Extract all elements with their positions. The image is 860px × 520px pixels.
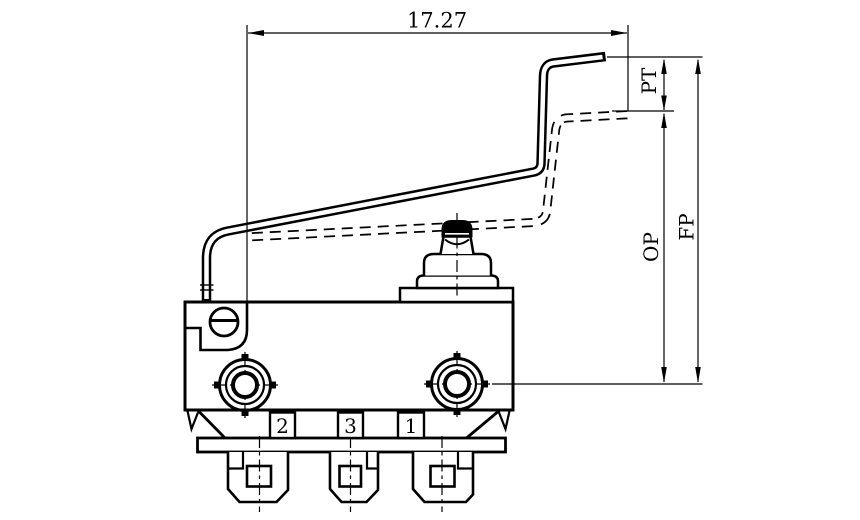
terminal-3-label-box bbox=[336, 411, 365, 440]
arrowhead bbox=[661, 112, 667, 128]
arrowhead bbox=[248, 30, 264, 36]
lever-inner-white bbox=[204, 54, 603, 299]
lever-dashed-inner bbox=[251, 111, 632, 240]
arrowhead bbox=[695, 367, 701, 383]
terminal-1-label: 1 bbox=[405, 414, 418, 438]
arrowhead bbox=[661, 58, 667, 74]
dimension-annotations: 17.27 PT OP FP bbox=[246, 9, 703, 385]
base-slant-right bbox=[465, 408, 501, 440]
terminals bbox=[226, 436, 475, 512]
terminal-labels: 2 3 1 bbox=[268, 411, 426, 440]
hole-tab bbox=[453, 353, 461, 360]
base-plate bbox=[196, 436, 507, 454]
lever-dashed-position bbox=[251, 110, 632, 242]
hole-tab bbox=[269, 381, 276, 389]
base-slant-left bbox=[196, 409, 226, 439]
foot-spike-right bbox=[497, 410, 511, 433]
hole-inner-ring bbox=[443, 370, 471, 398]
hole-tab bbox=[481, 380, 488, 388]
terminal-3-label: 3 bbox=[344, 414, 357, 438]
mounting-hole-right bbox=[424, 351, 492, 417]
terminal-1-notch bbox=[456, 452, 473, 470]
hole-tab bbox=[241, 354, 249, 361]
arrowhead bbox=[611, 30, 627, 36]
terminal-1-label-box bbox=[396, 411, 426, 440]
width-dimension-label: 17.27 bbox=[407, 9, 467, 33]
fp-label: FP bbox=[675, 213, 699, 240]
terminal-2-label: 2 bbox=[276, 414, 289, 438]
pt-label: PT bbox=[637, 67, 661, 94]
plunger bbox=[415, 213, 500, 299]
lever-arm bbox=[200, 51, 607, 302]
plunger-cap bbox=[441, 220, 473, 238]
lever-mount-pocket bbox=[186, 302, 249, 352]
hole-tab bbox=[214, 381, 221, 389]
hole-inner-ring bbox=[231, 371, 259, 399]
hole-tab bbox=[426, 380, 433, 388]
terminal-2-label-box bbox=[268, 411, 297, 440]
hole-tab bbox=[241, 409, 249, 416]
hole-tab bbox=[453, 408, 461, 415]
hole-middle-ring bbox=[436, 363, 478, 405]
op-label: OP bbox=[639, 232, 663, 262]
foot-spike-left bbox=[186, 410, 200, 433]
terminal-3-notch bbox=[365, 452, 378, 470]
arrowhead bbox=[661, 95, 667, 111]
hole-middle-ring bbox=[224, 364, 266, 406]
mounting-hole-left bbox=[212, 352, 278, 418]
arrowhead bbox=[695, 58, 701, 74]
terminal-2-notch bbox=[228, 452, 245, 470]
arrowhead bbox=[661, 367, 667, 383]
